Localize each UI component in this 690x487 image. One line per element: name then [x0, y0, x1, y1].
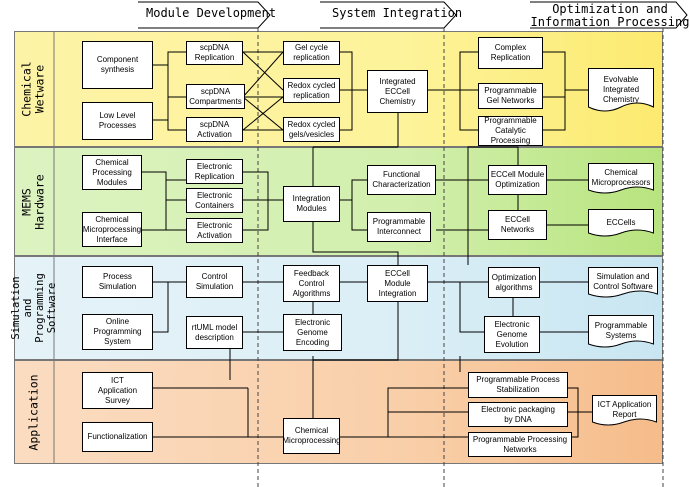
- node-process-simulation[interactable]: Process Simulation: [82, 266, 153, 298]
- node-electronic-genome-evolution[interactable]: Electronic Genome Evolution: [484, 316, 540, 353]
- doc-programmable-systems[interactable]: Programmable Systems: [588, 315, 654, 350]
- phase-label: Optimization and Information Processing: [530, 2, 690, 29]
- node-redox-cycled-gels[interactable]: Redox cycled gels/vesicles: [283, 117, 340, 142]
- node-electronic-genome-encoding[interactable]: Electronic Genome Encoding: [283, 314, 342, 351]
- node-programmable-gel-networks[interactable]: Programmable Gel Networks: [478, 83, 543, 109]
- node-ict-application-survey[interactable]: ICT Application Survey: [82, 372, 153, 409]
- node-complex-replication[interactable]: Complex Replication: [478, 37, 543, 69]
- node-electronic-activation[interactable]: Electronic Activation: [186, 218, 243, 243]
- document-shape-icon: [588, 267, 658, 298]
- node-electronic-containers[interactable]: Electronic Containers: [186, 188, 243, 213]
- node-scpdna-activation[interactable]: scpDNA Activation: [186, 117, 243, 142]
- node-functionalization[interactable]: Functionalization: [82, 422, 153, 452]
- phase-optimization: Optimization and Information Processing: [530, 1, 690, 29]
- node-programmable-catalytic-processing[interactable]: Programmable Catalytic Processing: [478, 116, 543, 146]
- node-component-synthesis[interactable]: Component synthesis: [82, 41, 153, 89]
- phase-module-development: Module Development: [138, 1, 277, 29]
- phase-label: Module Development: [146, 6, 277, 20]
- node-low-level-processes[interactable]: Low Level Processes: [82, 102, 153, 140]
- node-chemical-microprocessing[interactable]: Chemical Microprocessing: [282, 418, 341, 454]
- doc-label: ECCells: [606, 217, 636, 227]
- node-feedback-control-algorithms[interactable]: Feedback Control Algorithms: [283, 265, 340, 302]
- node-electronic-packaging-by-dna[interactable]: Electronic packaging by DNA: [468, 402, 568, 427]
- node-programmable-process-stabilization[interactable]: Programmable Process Stabilization: [468, 372, 568, 398]
- document-shape-icon: [588, 163, 654, 194]
- node-electronic-replication[interactable]: Electronic Replication: [186, 159, 243, 184]
- node-eccell-networks[interactable]: ECCell Networks: [488, 210, 547, 240]
- doc-chemical-microprocessors[interactable]: Chemical Microprocessors: [588, 163, 654, 196]
- document-shape-icon: [592, 395, 657, 426]
- doc-label: Programmable Systems: [594, 321, 648, 340]
- node-programmable-interconnect[interactable]: Programmable Interconnect: [367, 212, 431, 242]
- doc-ict-application-report[interactable]: ICT Application Report: [592, 395, 657, 428]
- phase-label: System Integration: [332, 6, 463, 20]
- doc-simulation-and-control-software[interactable]: Simulation and Control Software: [588, 267, 658, 300]
- node-functional-characterization[interactable]: Functional Characterization: [367, 165, 436, 195]
- doc-label: ICT Application Report: [597, 400, 652, 419]
- node-scpdna-replication[interactable]: scpDNA Replication: [186, 41, 243, 65]
- node-rtuml-model-description[interactable]: rtUML model description: [186, 316, 243, 349]
- node-integration-modules[interactable]: Integration Modules: [283, 186, 340, 222]
- node-redox-cycled-replication[interactable]: Redox cycled replication: [283, 78, 340, 103]
- node-online-programming-system[interactable]: Online Programming System: [82, 314, 153, 350]
- document-shape-icon: [588, 209, 654, 237]
- node-scpdna-compartments[interactable]: scpDNA Compartments: [186, 84, 245, 109]
- document-shape-icon: [588, 68, 654, 112]
- node-optimization-algorithms[interactable]: Optimization algorithms: [488, 267, 540, 298]
- node-chemical-microprocessing-interface[interactable]: Chemical Microprocessing Interface: [82, 212, 142, 247]
- node-programmable-processing-networks[interactable]: Programmable Processing Networks: [468, 432, 572, 457]
- phase-system-integration: System Integration: [320, 1, 463, 29]
- document-shape-icon: [588, 315, 654, 348]
- node-eccell-module-integration[interactable]: ECCell Module Integration: [367, 265, 428, 302]
- doc-eccells[interactable]: ECCells: [588, 209, 654, 239]
- node-eccell-module-optimization[interactable]: ECCell Module Optimization: [488, 165, 547, 195]
- phase-arrow-icon: [320, 1, 457, 29]
- phase-arrow-icon: [530, 1, 688, 29]
- node-gel-cycle-replication[interactable]: Gel cycle replication: [283, 41, 340, 65]
- doc-label: Simulation and Control Software: [593, 272, 653, 291]
- doc-label: Chemical Microprocessors: [591, 168, 651, 187]
- node-chemical-processing-modules[interactable]: Chemical Processing Modules: [82, 155, 142, 190]
- phase-arrow-icon: [138, 1, 271, 29]
- doc-evolvable-integrated-chemistry[interactable]: Evolvable Integrated Chemistry: [588, 68, 654, 114]
- node-integrated-eccell-chemistry[interactable]: Integrated ECCell Chemistry: [367, 70, 428, 113]
- node-control-simulation[interactable]: Control Simulation: [186, 266, 243, 298]
- doc-label: Evolvable Integrated Chemistry: [602, 74, 640, 104]
